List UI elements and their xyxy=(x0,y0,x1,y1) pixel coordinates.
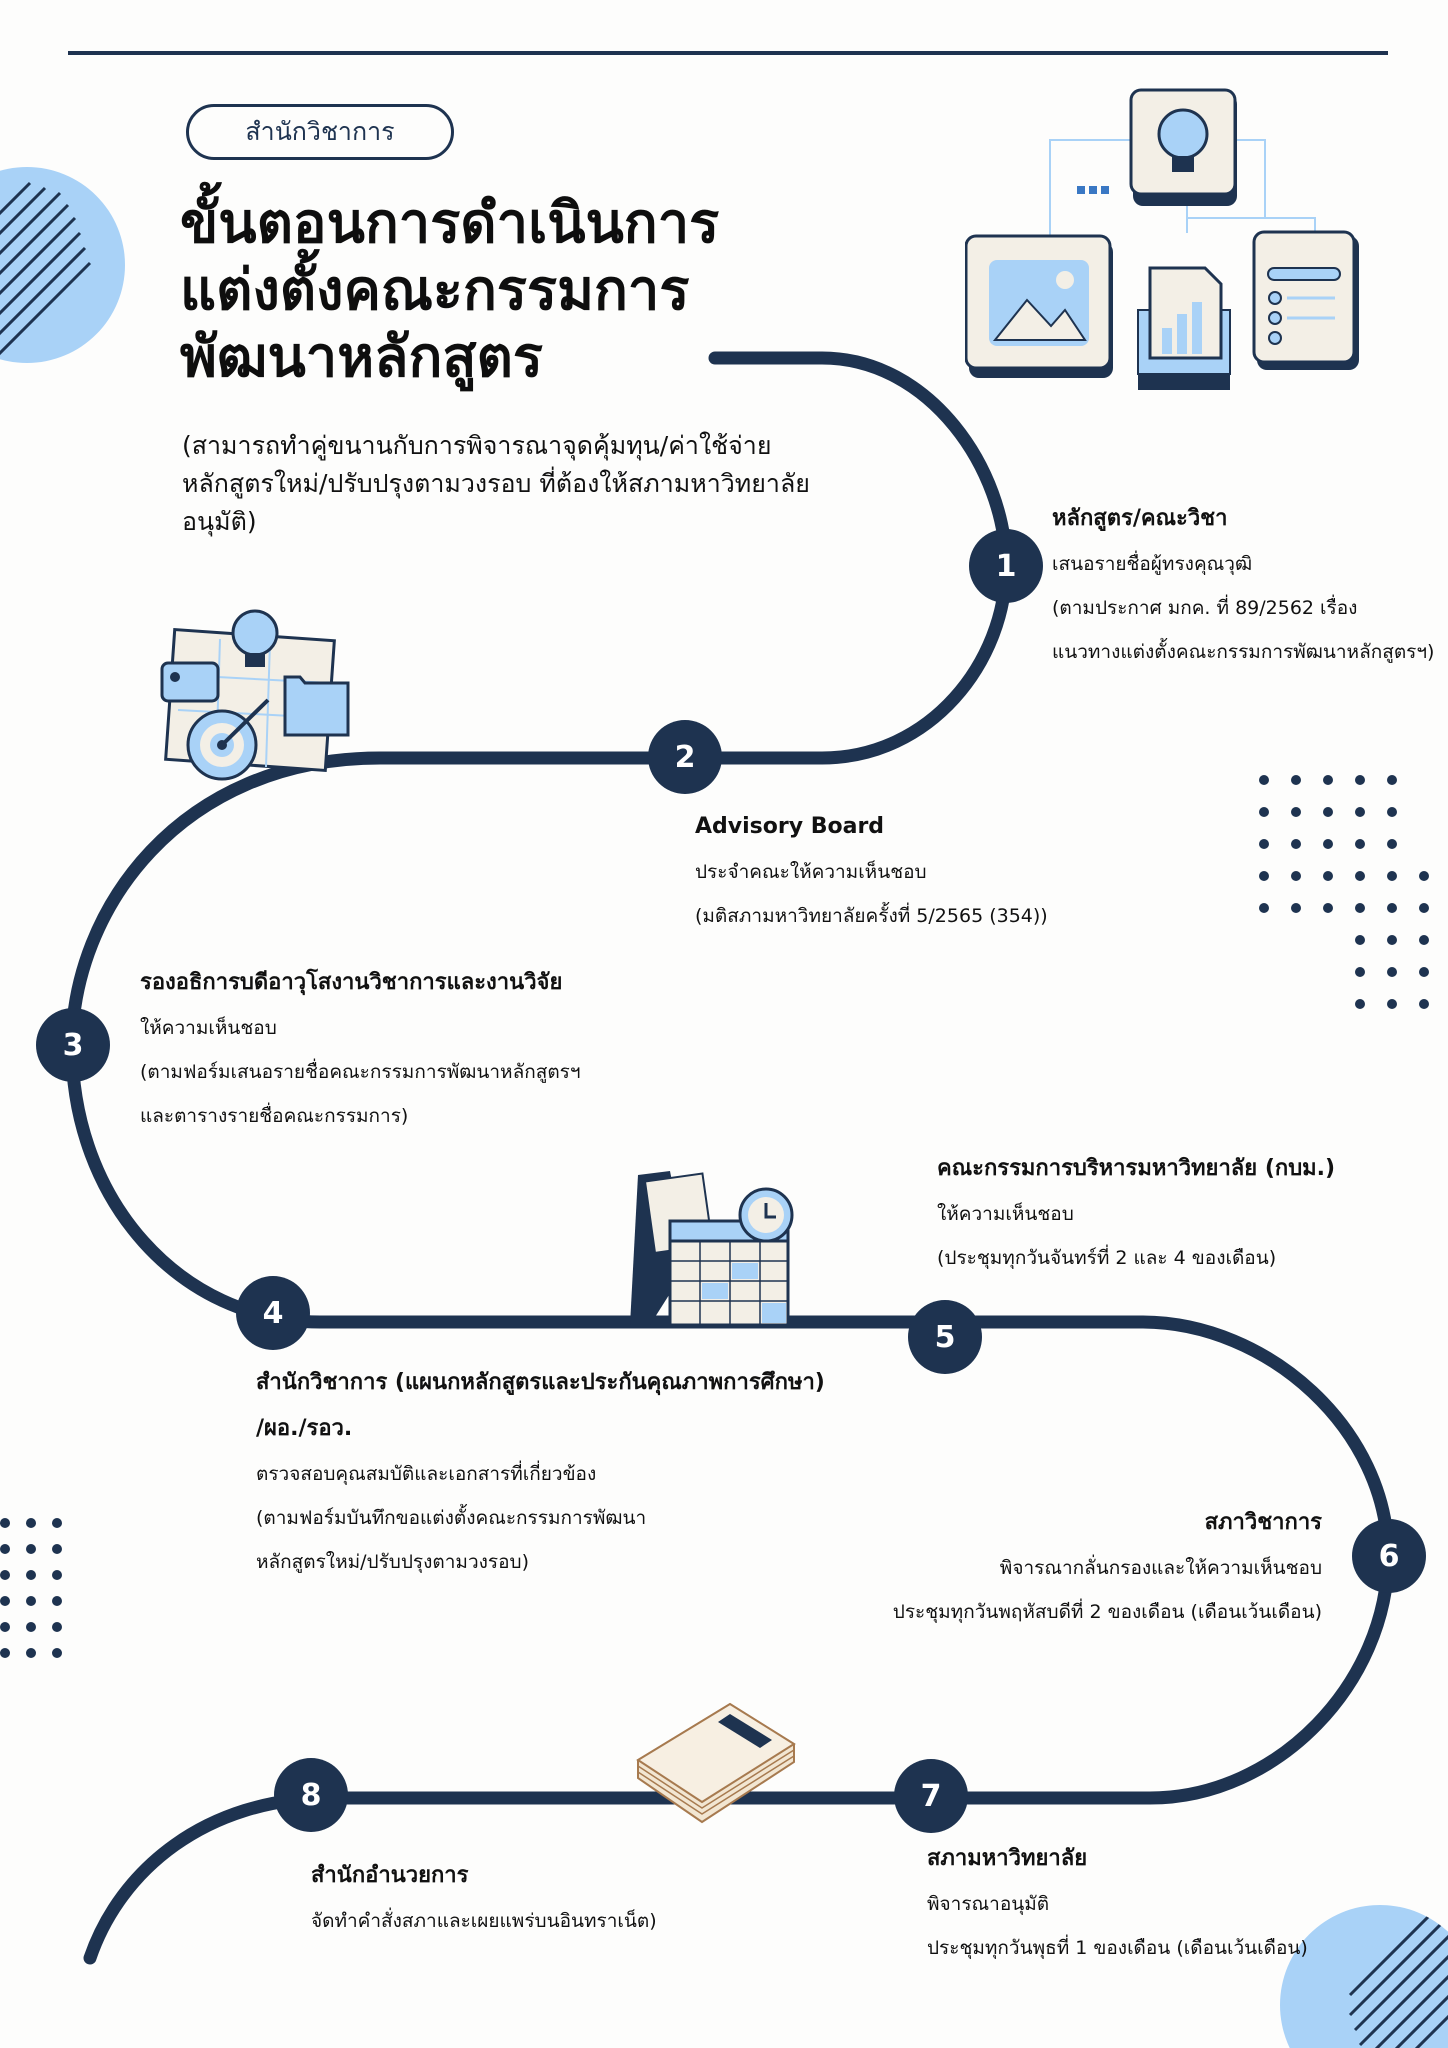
step-5-number: 5 xyxy=(908,1300,982,1374)
step-1-title: หลักสูตร/คณะวิชา xyxy=(1052,496,1442,542)
step-2-number: 2 xyxy=(648,720,722,794)
page-subtitle: (สามารถทำคู่ขนานกับการพิจารณาจุดคุ้มทุน/… xyxy=(182,427,862,541)
step-6-line: พิจารณากลั่นกรองและให้ความเห็นชอบ xyxy=(760,1546,1322,1590)
step-5-line: ให้ความเห็นชอบ xyxy=(937,1192,1437,1236)
step-7-line: พิจารณาอนุมัติ xyxy=(927,1882,1427,1926)
top-rule xyxy=(68,51,1388,55)
step-2-line: (มติสภามหาวิทยาลัยครั้งที่ 5/2565 (354)) xyxy=(695,894,1235,938)
step-8-title: สำนักอำนวยการ xyxy=(311,1853,831,1899)
step-1-line: (ตามประกาศ มกค. ที่ 89/2562 เรื่อง xyxy=(1052,586,1442,630)
step-5-title: คณะกรรมการบริหารมหาวิทยาลัย (กบม.) xyxy=(937,1146,1437,1192)
decorative-dot-grid-right xyxy=(1248,764,1440,1020)
step-6-line: ประชุมทุกวันพฤหัสบดีที่ 2 ของเดือน (เดือ… xyxy=(760,1590,1322,1634)
step-3-title: รองอธิการบดีอาวุโสงานวิชาการและงานวิจัย xyxy=(140,960,740,1006)
step-6-title: สภาวิชาการ xyxy=(760,1500,1322,1546)
lightbulb-icon xyxy=(1131,90,1237,206)
image-window-icon xyxy=(966,236,1113,378)
decorative-dot-grid-left xyxy=(0,1510,70,1666)
step-5-text: คณะกรรมการบริหารมหาวิทยาลัย (กบม.) ให้คว… xyxy=(937,1146,1437,1280)
step-1-line: แนวทางแต่งตั้งคณะกรรมการพัฒนาหลักสูตรฯ) xyxy=(1052,630,1442,674)
checklist-window-icon xyxy=(1254,232,1359,370)
step-2-text: Advisory Board ประจำคณะให้ความเห็นชอบ (ม… xyxy=(695,804,1235,938)
step-2-title: Advisory Board xyxy=(695,804,1235,850)
step-5-line: (ประชุมทุกวันจันทร์ที่ 2 และ 4 ของเดือน) xyxy=(937,1236,1437,1280)
department-badge: สำนักวิชาการ xyxy=(186,104,454,160)
step-7-line: ประชุมทุกวันพุธที่ 1 ของเดือน (เดือนเว้น… xyxy=(927,1926,1427,1970)
step-7-text: สภามหาวิทยาลัย พิจารณาอนุมัติ ประชุมทุกว… xyxy=(927,1836,1427,1970)
step-8-text: สำนักอำนวยการ จัดทำคำสั่งสภาและเผยแพร่บน… xyxy=(311,1853,831,1943)
calendar-clock-icon xyxy=(630,1165,820,1335)
step-4-title-continued: /ผอ./รอว. xyxy=(256,1406,916,1452)
step-1-line: เสนอรายชื่อผู้ทรงคุณวุฒิ xyxy=(1052,542,1442,586)
paper-stack-icon xyxy=(632,1700,802,1825)
target-planning-icon xyxy=(160,605,355,785)
step-3-line: ให้ความเห็นชอบ xyxy=(140,1006,740,1050)
step-4-title: สำนักวิชาการ (แผนกหลักสูตรและประกันคุณภา… xyxy=(256,1360,916,1406)
step-2-line: ประจำคณะให้ความเห็นชอบ xyxy=(695,850,1235,894)
step-7-title: สภามหาวิทยาลัย xyxy=(927,1836,1427,1882)
step-1-text: หลักสูตร/คณะวิชา เสนอรายชื่อผู้ทรงคุณวุฒ… xyxy=(1052,496,1442,674)
step-6-text: สภาวิชาการ พิจารณากลั่นกรองและให้ความเห็… xyxy=(760,1500,1322,1634)
step-3-line: (ตามฟอร์มเสนอรายชื่อคณะกรรมการพัฒนาหลักส… xyxy=(140,1050,740,1094)
step-8-number: 8 xyxy=(274,1758,348,1832)
step-3-number: 3 xyxy=(36,1008,110,1082)
step-3-text: รองอธิการบดีอาวุโสงานวิชาการและงานวิจัย … xyxy=(140,960,740,1138)
step-1-number: 1 xyxy=(969,529,1043,603)
step-8-line: จัดทำคำสั่งสภาและเผยแพร่บนอินทราเน็ต) xyxy=(311,1899,831,1943)
step-3-line: และตารางรายชื่อคณะกรรมการ) xyxy=(140,1094,740,1138)
step-7-number: 7 xyxy=(894,1759,968,1833)
step-4-number: 4 xyxy=(236,1276,310,1350)
page-title: ขั้นตอนการดำเนินการ แต่งตั้งคณะกรรมการ พ… xyxy=(180,190,719,391)
bar-chart-document-icon xyxy=(1138,268,1230,390)
decorative-striped-circle-top xyxy=(0,163,130,373)
step-4-line: ตรวจสอบคุณสมบัติและเอกสารที่เกี่ยวข้อง xyxy=(256,1452,916,1496)
workflow-illustration xyxy=(965,88,1365,393)
department-badge-label: สำนักวิชาการ xyxy=(245,112,394,152)
step-6-number: 6 xyxy=(1352,1519,1426,1593)
